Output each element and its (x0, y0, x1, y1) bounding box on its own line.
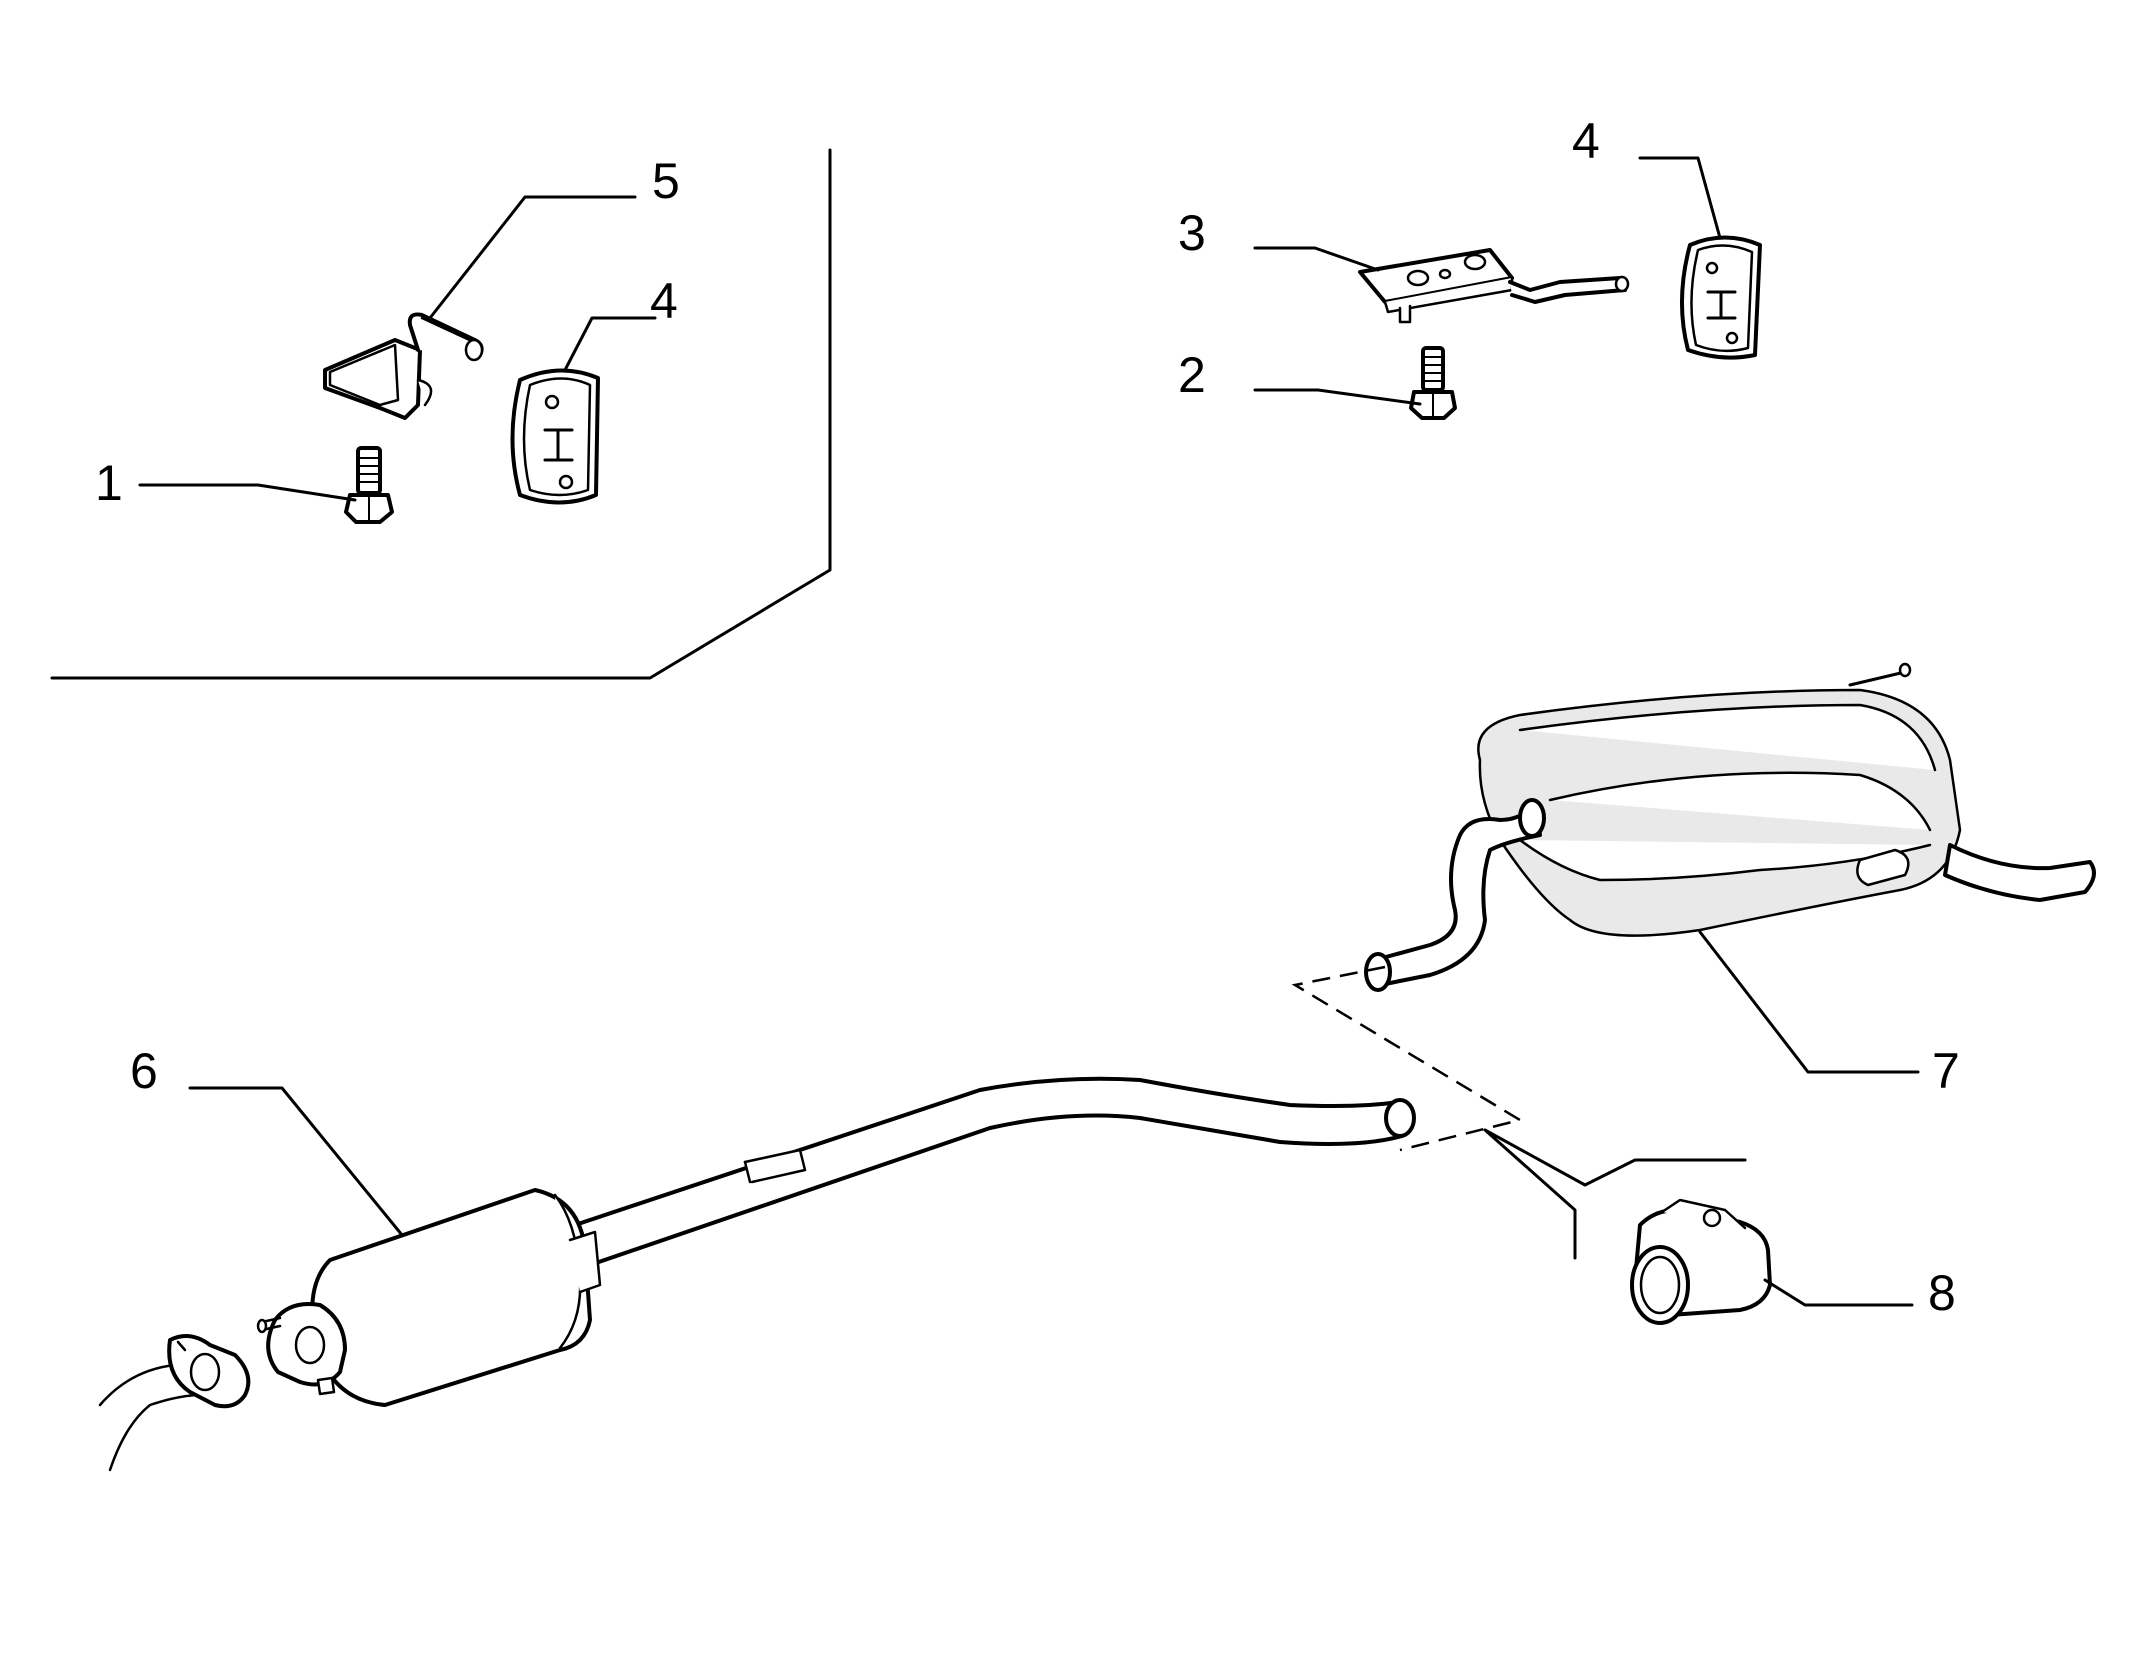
part-8-clamp[interactable] (1630, 1198, 1772, 1325)
part-3-bracket[interactable] (1358, 248, 1630, 324)
callout-8: 8 (1928, 1265, 1956, 1321)
leader-line-1 (138, 483, 357, 502)
leader-line-8 (1763, 1278, 1914, 1307)
part-4-rubber-hanger-right[interactable] (1679, 235, 1762, 360)
part-7-rear-silencer[interactable] (1364, 662, 2096, 992)
leader-line-7 (1698, 930, 1920, 1074)
part-1-bolt[interactable] (344, 446, 394, 524)
callout-4-inset: 4 (650, 273, 678, 329)
part-5-bracket[interactable] (323, 312, 484, 420)
leader-line-5 (428, 195, 637, 320)
connection-dashed-line (1291, 965, 1524, 1152)
leader-line-4-right (1638, 156, 1722, 240)
inset-frame (50, 148, 832, 680)
part-6-front-pipe-catalyst[interactable] (256, 1076, 1416, 1407)
callout-1: 1 (95, 455, 123, 511)
leader-line-4-inset (563, 316, 657, 372)
callout-5: 5 (652, 153, 680, 209)
callout-3: 3 (1178, 205, 1206, 261)
leader-line-3 (1253, 246, 1380, 272)
callout-7: 7 (1932, 1043, 1960, 1099)
leader-line-6 (188, 1086, 404, 1237)
callout-2: 2 (1178, 347, 1206, 403)
leader-line-2 (1253, 388, 1422, 406)
callout-4-right: 4 (1572, 113, 1600, 169)
clamp-guide-line (1483, 1128, 1747, 1260)
callout-6: 6 (130, 1043, 158, 1099)
part-2-bolt[interactable] (1409, 346, 1457, 420)
part-4-rubber-hanger-inset[interactable] (510, 368, 600, 505)
front-downpipe-stub (98, 1334, 251, 1472)
